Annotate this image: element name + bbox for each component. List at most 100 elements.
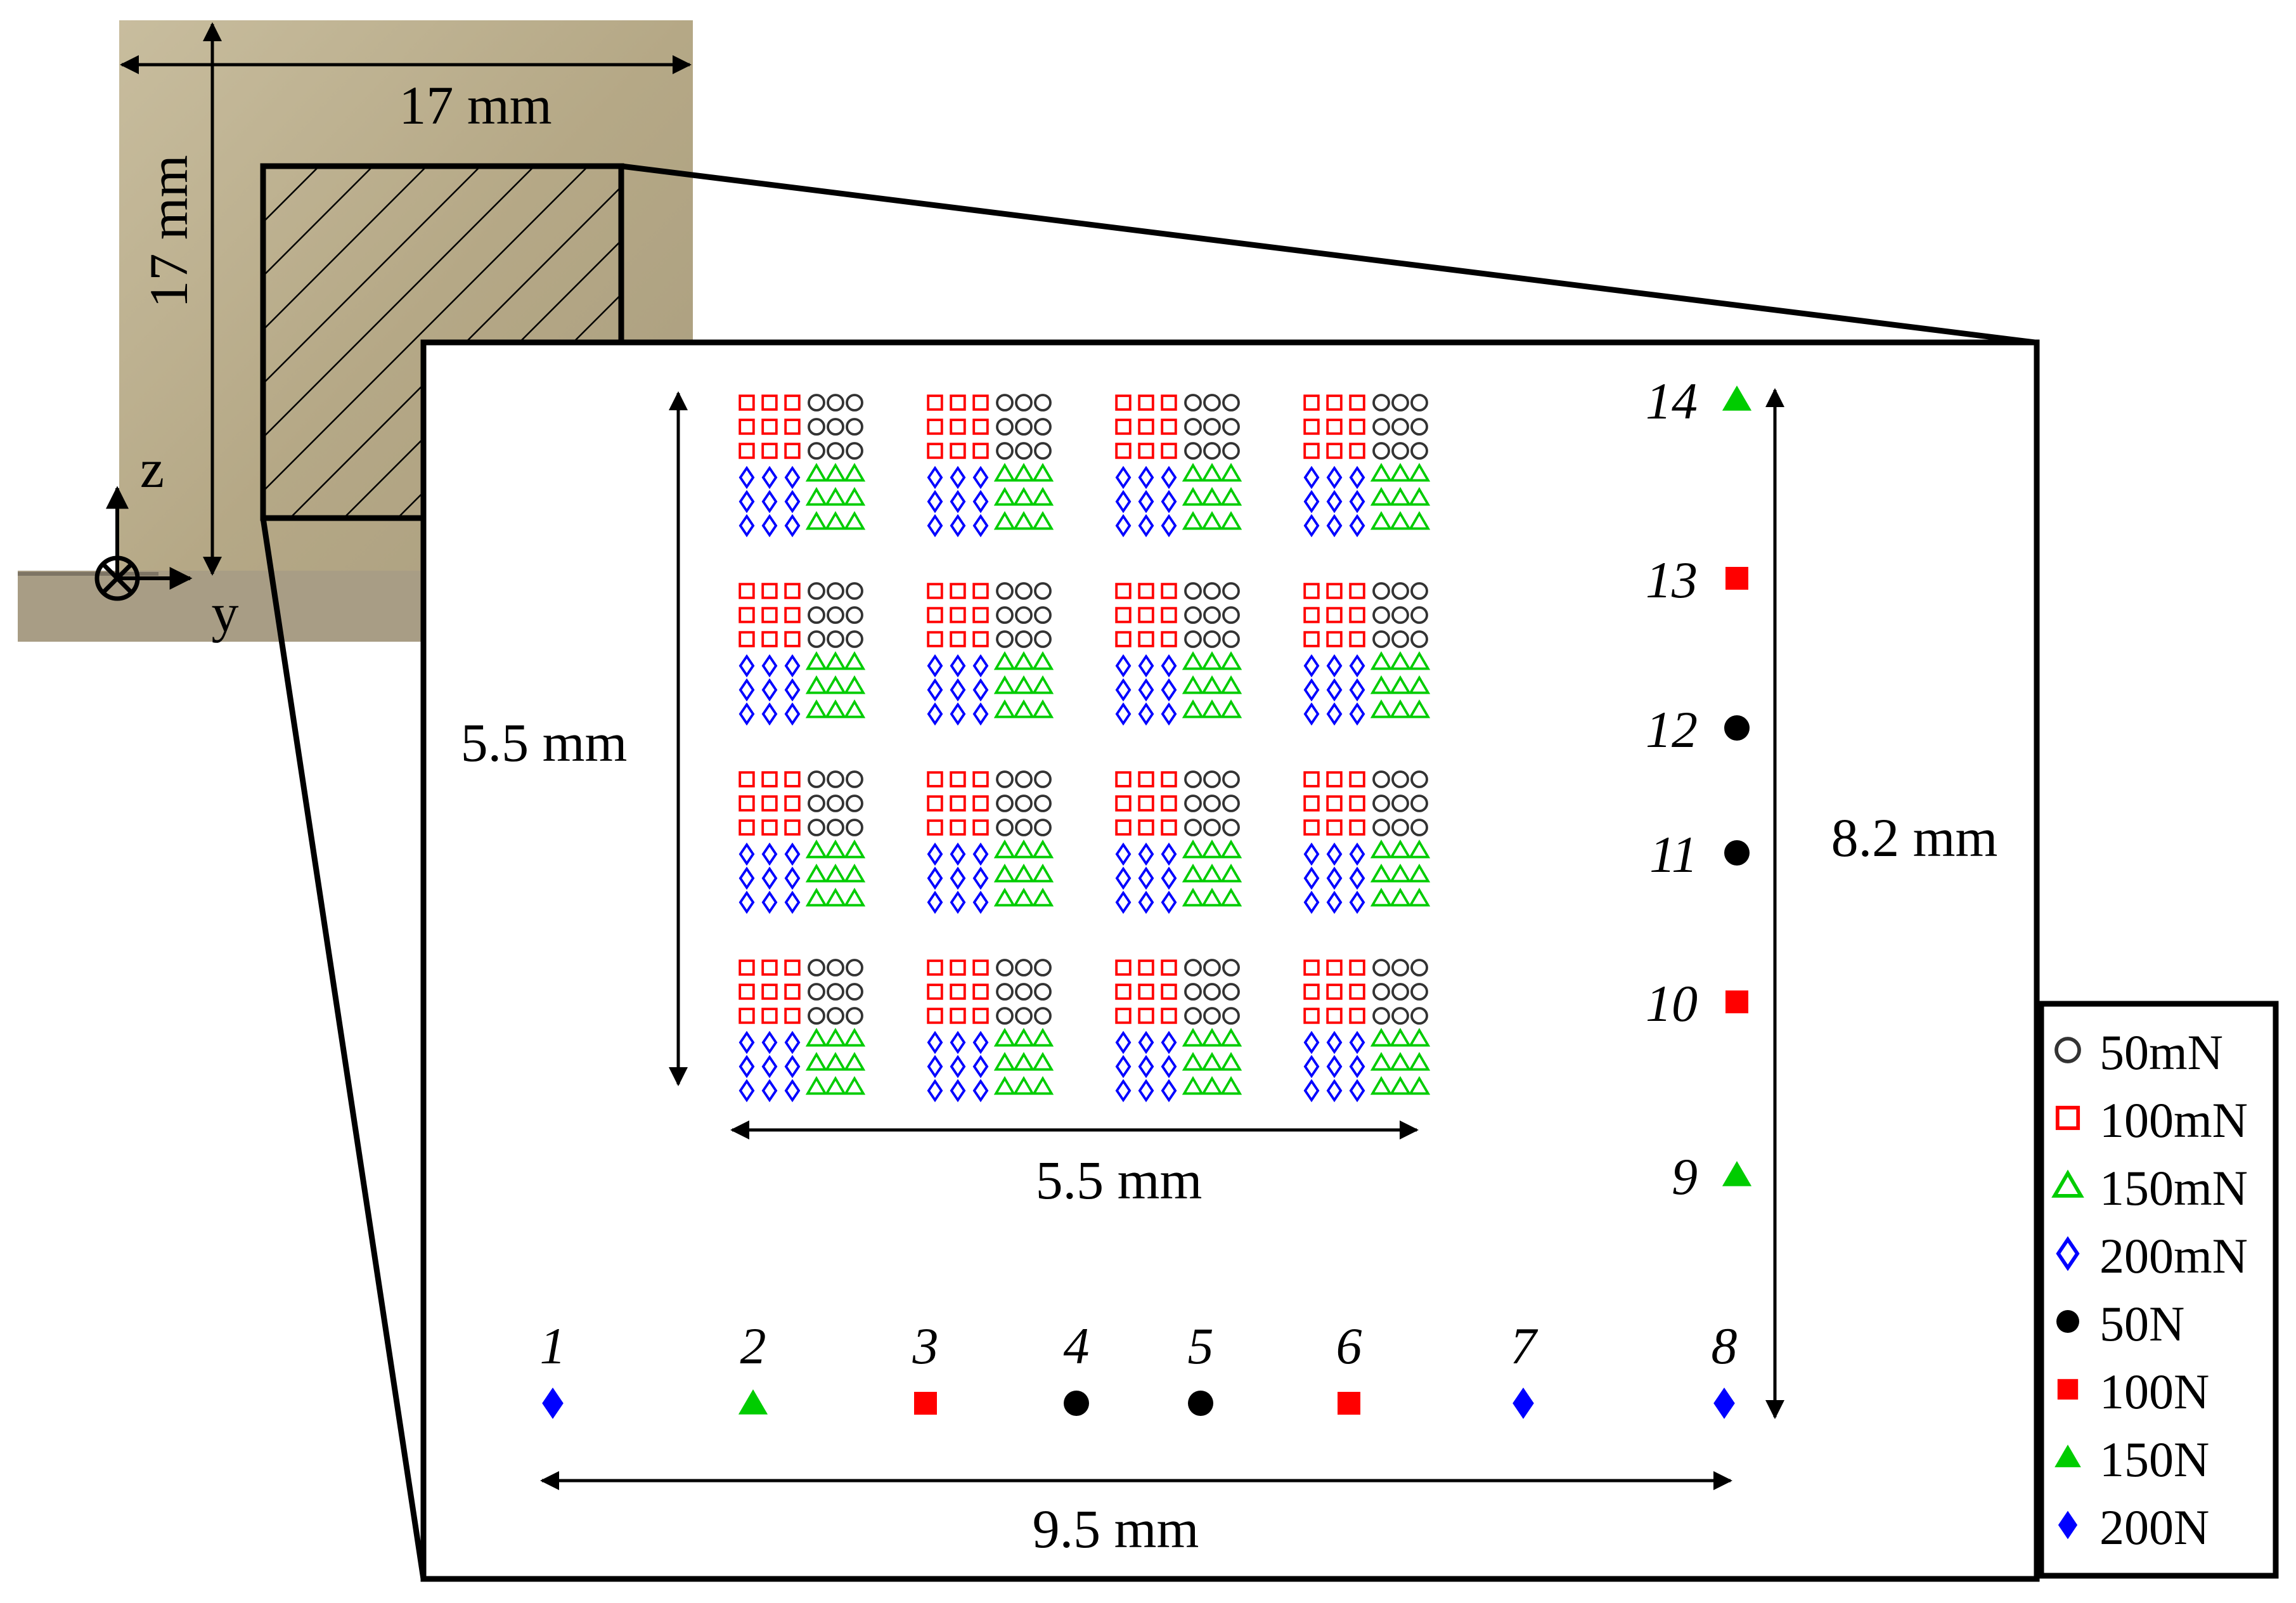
indent-50mN-marker — [1034, 819, 1052, 836]
indent-50mN-marker — [808, 795, 825, 812]
indent-200mN-marker — [738, 866, 755, 890]
indent-200mN-marker — [1349, 1079, 1365, 1103]
indent-100mN-marker — [1326, 583, 1343, 599]
indent-150mN-marker — [1220, 699, 1242, 718]
indent-200mN-marker — [1349, 1055, 1365, 1079]
indent-number-label: 10 — [1646, 975, 1698, 1032]
indent-200mN-marker — [1161, 890, 1177, 914]
indent-200mN-marker — [784, 1030, 801, 1055]
indent-200mN-marker — [950, 514, 966, 538]
indent-200mN-marker — [738, 890, 755, 914]
indent-100mN-marker — [927, 631, 943, 647]
indent-block — [738, 394, 866, 538]
indent-200mN-marker — [761, 842, 778, 866]
indent-100mN-marker — [972, 631, 989, 647]
indent-150mN-marker — [993, 675, 1016, 694]
indent-100mN-marker — [972, 1008, 989, 1024]
indent-200mN-marker — [972, 1079, 989, 1103]
indent-200mN-marker — [1161, 866, 1177, 890]
indent-100mN-marker — [972, 583, 989, 599]
indent-100mN-marker — [761, 771, 778, 788]
indent-200mN-marker — [927, 514, 943, 538]
indent-100mN-marker — [738, 631, 755, 647]
indent-150mN-marker — [1182, 1075, 1204, 1095]
indent-150mN-marker — [1201, 887, 1223, 907]
indent-100mN-marker — [950, 819, 966, 836]
indent-50mN-marker — [1410, 819, 1428, 836]
indent-200mN-marker — [1326, 702, 1343, 726]
indent-50mN-marker — [1184, 770, 1202, 788]
indent-50mN-marker — [1410, 795, 1428, 812]
indent-50mN-marker — [1410, 983, 1428, 1001]
indent-50mN-marker — [1015, 606, 1033, 624]
indent-150mN-marker — [1012, 486, 1035, 506]
indent-100mN-marker — [1138, 959, 1154, 976]
indent-200mN-marker — [950, 702, 966, 726]
indent-150mN-marker — [1389, 699, 1412, 718]
indent-100mN-marker — [972, 443, 989, 459]
indent-150mN-marker — [1201, 486, 1223, 506]
indent-150mN-marker — [1012, 462, 1035, 482]
indent-100mN-marker — [1303, 394, 1320, 411]
indent-14: 14 — [1646, 372, 1752, 430]
indent-150mN-marker — [993, 699, 1016, 718]
indent-200mN-marker — [1326, 1079, 1343, 1103]
indent-200mN-marker — [1115, 1055, 1132, 1079]
indent-100mN-marker — [1161, 631, 1177, 647]
indent-100mN-marker — [1326, 959, 1343, 976]
indent-150mN-marker — [1389, 510, 1412, 530]
indent-150mN-marker — [1408, 486, 1431, 506]
indent-block — [1303, 582, 1431, 726]
indent-50mN-marker — [1372, 582, 1390, 600]
indent-150mN-marker — [1012, 675, 1035, 694]
indent-100mN-marker — [1303, 443, 1320, 459]
indent-50mN-marker — [1222, 795, 1240, 812]
indent-50mN-marker — [1410, 770, 1428, 788]
indent-50mN-marker — [808, 1007, 825, 1025]
indent-50mN-marker — [1391, 795, 1409, 812]
indent-100mN-marker — [784, 959, 801, 976]
indent-100mN-marker — [761, 607, 778, 623]
indent-block — [1303, 394, 1431, 538]
indent-150mN-marker — [824, 1051, 847, 1071]
indent-50mN-marker — [1184, 442, 1202, 460]
indent-100mN-marker — [950, 607, 966, 623]
indent-100mN-marker — [1115, 443, 1132, 459]
indent-50mN-marker — [1391, 630, 1409, 648]
indent-200mN-marker — [927, 702, 943, 726]
indent-100mN-marker — [784, 607, 801, 623]
indent-150mN-marker — [1201, 675, 1223, 694]
indent-100mN-marker — [1138, 983, 1154, 1000]
indent-150mN-marker — [1408, 675, 1431, 694]
indent-100mN-marker — [1303, 795, 1320, 812]
indent-150mN-marker — [1220, 1075, 1242, 1095]
indent-50mN-marker — [1222, 582, 1240, 600]
indent-200mN-marker — [1349, 842, 1365, 866]
indent-number-label: 7 — [1511, 1317, 1538, 1375]
coordinate-axes: z y — [94, 438, 239, 643]
indent-50mN-marker — [1391, 1007, 1409, 1025]
indent-block — [1303, 770, 1431, 914]
indent-50mN-marker — [1222, 770, 1240, 788]
indent-100mN-marker — [972, 771, 989, 788]
indent-200mN-marker — [1161, 490, 1177, 514]
indent-50mN-marker — [1184, 1007, 1202, 1025]
indent-50mN-marker — [1222, 819, 1240, 836]
indent-150mN-marker — [1370, 510, 1393, 530]
indent-100mN-marker — [1138, 443, 1154, 459]
legend-label: 100mN — [2099, 1093, 2248, 1148]
indent-200mN-marker — [972, 1030, 989, 1055]
indent-100mN-marker — [927, 771, 943, 788]
indent-150mN-marker — [1031, 1051, 1054, 1071]
indent-200mN-marker — [784, 702, 801, 726]
indent-50mN-marker — [1222, 630, 1240, 648]
indent-200mN-marker — [950, 678, 966, 702]
indent-50mN-marker — [827, 983, 844, 1001]
indent-200mN-marker — [1115, 490, 1132, 514]
indent-150mN-marker — [1201, 699, 1223, 718]
indent-50mN-marker — [1184, 418, 1202, 436]
indent-200mN-marker — [1115, 1079, 1132, 1103]
indent-100mN-marker — [738, 583, 755, 599]
indent-200mN-marker — [1138, 702, 1154, 726]
indent-150mN-marker — [824, 887, 847, 907]
